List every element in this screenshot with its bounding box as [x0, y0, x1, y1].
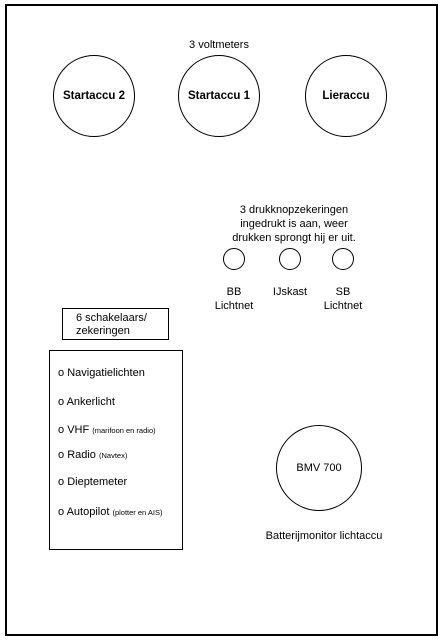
push-fuses-title-line-2: ingedrukt is aan, weer — [240, 218, 348, 230]
voltmeter-label: Startaccu 1 — [187, 90, 250, 102]
push-fuse-sb-lichtnet[interactable] — [332, 248, 354, 270]
switch-bullet: o — [58, 367, 65, 379]
switch-bullet: o — [58, 476, 65, 488]
switch-label: Ankerlicht — [66, 396, 115, 408]
switch-label: VHF — [67, 424, 90, 436]
voltmeter-label: Lieraccu — [322, 90, 370, 102]
instrument-panel — [5, 4, 438, 636]
switch-bullet: o — [58, 449, 65, 461]
push-fuse-bb-lichtnet[interactable] — [223, 248, 245, 270]
voltmeter-lieraccu: Lieraccu — [305, 55, 387, 137]
switch-note: (marifoon en radio) — [92, 426, 156, 435]
switches-title-box: 6 schakelaars/ zekeringen — [62, 308, 169, 340]
switch-label: Autopilot — [66, 506, 110, 518]
switch-bullet: o — [58, 396, 65, 408]
switch-autopilot[interactable]: o Autopilot (plotter en AIS) — [58, 506, 162, 518]
voltmeter-startaccu-1: Startaccu 1 — [178, 55, 260, 137]
voltmeter-startaccu-2: Startaccu 2 — [53, 55, 135, 137]
switch-note: (plotter en AIS) — [112, 508, 163, 517]
push-fuse-label: Lichtnet — [214, 300, 254, 312]
switch-vhf[interactable]: o VHF (marifoon en radio) — [58, 424, 156, 436]
switch-navigatielichten[interactable]: o Navigatielichten — [58, 367, 145, 379]
switches-title-line-2: zekeringen — [76, 325, 130, 337]
switch-bullet: o — [58, 424, 65, 436]
push-fuse-label: BB — [226, 286, 242, 298]
voltmeters-title: 3 voltmeters — [189, 39, 249, 51]
battery-monitor-label: BMV 700 — [296, 462, 342, 474]
switch-bullet: o — [58, 506, 65, 518]
switch-dieptemeter[interactable]: o Dieptemeter — [58, 476, 127, 488]
switches-title-line-1: 6 schakelaars/ — [76, 312, 147, 324]
push-fuses-title-line-3: drukken sprongt hij er uit. — [232, 232, 356, 244]
battery-monitor-caption: Batterijmonitor lichtaccu — [265, 530, 383, 542]
push-fuses-title-line-1: 3 drukknopzekeringen — [239, 204, 349, 216]
switch-label: Dieptemeter — [67, 476, 128, 488]
push-fuse-label: IJskast — [272, 286, 308, 298]
switch-note: (Navtex) — [99, 451, 128, 460]
switch-ankerlicht[interactable]: o Ankerlicht — [58, 396, 115, 408]
push-fuse-label: SB — [335, 286, 351, 298]
switch-label: Radio — [67, 449, 96, 461]
switches-panel: o Navigatielichten o Ankerlicht o VHF (m… — [49, 350, 183, 550]
battery-monitor: BMV 700 — [276, 425, 362, 511]
switch-radio[interactable]: o Radio (Navtex) — [58, 449, 127, 461]
push-fuse-label: Lichtnet — [323, 300, 363, 312]
voltmeter-label: Startaccu 2 — [62, 90, 125, 102]
push-fuse-ijskast[interactable] — [279, 248, 301, 270]
switch-label: Navigatielichten — [67, 367, 145, 379]
